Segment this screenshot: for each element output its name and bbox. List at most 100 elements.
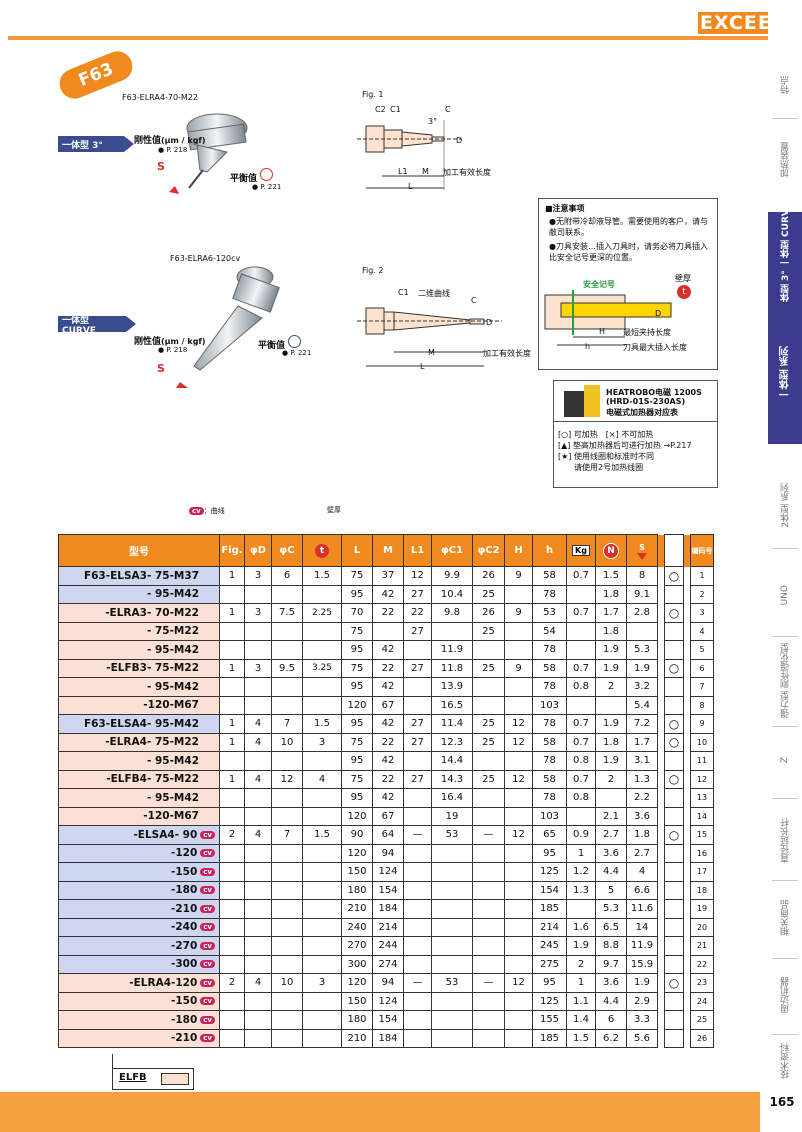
- bottom-bar: [0, 1092, 760, 1132]
- cell-c2: [472, 1028, 505, 1048]
- fig2-effective: 加工有效长度: [483, 349, 531, 358]
- cell-c: [271, 621, 303, 641]
- cell-c2: [472, 880, 505, 900]
- cell-d: 3: [244, 658, 272, 678]
- heater-desc: 电磁式加热器对应表: [606, 408, 678, 417]
- cell-code: 4: [690, 621, 714, 641]
- fig2-d: D: [486, 318, 493, 327]
- cell-h: 78: [532, 788, 567, 808]
- cell-h: 9: [504, 658, 533, 678]
- nav-related-products[interactable]: 相关商品: [780, 899, 791, 936]
- cell-kg: 1: [566, 973, 596, 993]
- cell-kg: [566, 695, 596, 715]
- notice-min-grip: 最短夹持长度: [623, 328, 671, 337]
- cell-s: 5.4: [626, 695, 658, 715]
- cell-c: [271, 954, 303, 974]
- cell-l1: [403, 788, 432, 808]
- cell-l: 95: [341, 677, 373, 697]
- cell-d: [244, 621, 272, 641]
- cell-code: 3: [690, 603, 714, 623]
- cell-c2: 26: [472, 566, 505, 586]
- cell-s: 3.3: [626, 1010, 658, 1030]
- cell-m: 22: [372, 769, 404, 789]
- cell-s: 7.2: [626, 714, 658, 734]
- cell-t: 2.25: [302, 603, 342, 623]
- row-model: -ELFB4- 75-M22: [58, 769, 220, 789]
- row-model: -120-M67: [58, 806, 220, 826]
- cell-c1: [431, 843, 473, 863]
- cell-c1: [431, 899, 473, 919]
- notice-item-2: ●刀具安装…插入刀具时，请务必将刀具插入比安全记号更深的位置。: [549, 242, 708, 262]
- product1-balance-ref[interactable]: ● P. 221: [252, 183, 282, 191]
- cell-t: [302, 621, 342, 641]
- nav-two-piece-series[interactable]: 2体型 系列: [780, 482, 791, 528]
- cell-s: [626, 621, 658, 641]
- product2-balance-ref[interactable]: ● P. 221: [282, 349, 312, 357]
- nav-uno[interactable]: UNO: [780, 584, 790, 606]
- nav-one-piece-series[interactable]: 一体型 系列: [768, 302, 802, 444]
- nav-strong-type[interactable]: 强力型 刚性强化型: [780, 642, 791, 718]
- product2-rigidity-ref[interactable]: ● P. 218: [158, 346, 188, 354]
- cell-heat: [664, 751, 684, 771]
- cell-c2: [472, 954, 505, 974]
- cell-m: 42: [372, 677, 404, 697]
- fig1-c: C: [445, 105, 451, 114]
- cell-l: 180: [341, 1010, 373, 1030]
- cell-n: [595, 695, 627, 715]
- cell-l: 75: [341, 732, 373, 752]
- page-number: 165: [769, 1095, 795, 1109]
- cell-l: 95: [341, 788, 373, 808]
- cell-heat: [664, 880, 684, 900]
- cell-code: 6: [690, 658, 714, 678]
- cv-icon: cv: [200, 923, 215, 932]
- notice-drawing: [544, 290, 672, 346]
- cell-fig: 2: [219, 825, 245, 845]
- cv-icon: cv: [200, 1034, 215, 1043]
- cell-h: 155: [532, 1010, 567, 1030]
- cell-h: 54: [532, 621, 567, 641]
- cell-c2: [472, 788, 505, 808]
- cell-m: 184: [372, 1028, 404, 1048]
- nav-z[interactable]: Z: [780, 756, 790, 764]
- row-model: - 95-M42: [58, 751, 220, 771]
- fig1-c2: C2: [375, 105, 386, 114]
- cell-m: 94: [372, 973, 404, 993]
- product1-rigidity-ref[interactable]: ● P. 218: [158, 146, 188, 154]
- cell-c: [271, 640, 303, 660]
- cell-h: 78: [532, 714, 567, 734]
- nav-heating-device[interactable]: 加热装置: [780, 142, 791, 178]
- cell-h: [504, 751, 533, 771]
- cell-h: [504, 640, 533, 660]
- cell-m: 67: [372, 695, 404, 715]
- cell-l: 120: [341, 843, 373, 863]
- cell-c: [271, 899, 303, 919]
- heater-machine-image: [564, 385, 600, 417]
- notice-safety-mark: 安全记号: [583, 280, 615, 289]
- nav-technical-data[interactable]: 技术资料: [780, 1043, 791, 1079]
- cv-icon: cv: [200, 867, 215, 876]
- cell-c2: [472, 640, 505, 660]
- cell-d: [244, 640, 272, 660]
- nav-extension[interactable]: 直径延长杆: [780, 817, 791, 863]
- cell-d: [244, 1028, 272, 1048]
- nav-one-piece-3deg-curve[interactable]: 一体型 3° 一体型 CURVE: [768, 203, 802, 311]
- cell-h: 78: [532, 584, 567, 604]
- cell-fig: [219, 1010, 245, 1030]
- cell-h: 65: [532, 825, 567, 845]
- cell-c: [271, 806, 303, 826]
- cell-s: 1.3: [626, 769, 658, 789]
- cell-heat: ○: [664, 769, 684, 789]
- cell-c1: [431, 880, 473, 900]
- cell-c1: [431, 1010, 473, 1030]
- nav-peripherals[interactable]: 周边机器: [780, 977, 791, 1013]
- cell-h: 185: [532, 899, 567, 919]
- cell-d: [244, 806, 272, 826]
- cell-c: [271, 917, 303, 937]
- header-fig: Fig.: [219, 534, 245, 567]
- cell-code: 24: [690, 991, 714, 1011]
- cell-c: [271, 584, 303, 604]
- cell-kg: 1.5: [566, 1028, 596, 1048]
- nav-features[interactable]: 特点: [780, 76, 791, 94]
- cell-h: 154: [532, 880, 567, 900]
